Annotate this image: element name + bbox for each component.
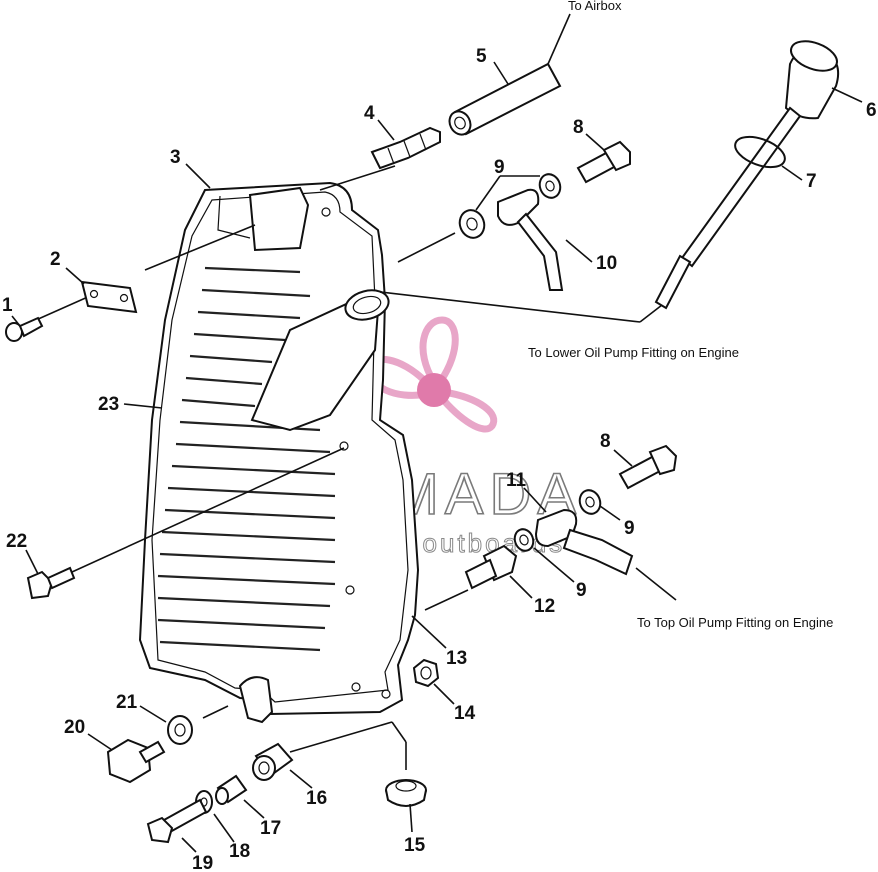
callout-17: 17 (260, 818, 281, 839)
callout-22: 22 (6, 531, 27, 552)
callout-9-lower: 9 (576, 580, 587, 601)
callout-20: 20 (64, 717, 85, 738)
callout-10: 10 (596, 253, 617, 274)
callout-13: 13 (446, 648, 467, 669)
part-10-banjo-fitting (497, 188, 564, 291)
callout-7: 7 (806, 171, 817, 192)
note-lower-pump-fitting: To Lower Oil Pump Fitting on Engine (528, 345, 739, 360)
oil-tank (138, 181, 420, 724)
part-9-washer (538, 173, 562, 199)
callout-16: 16 (306, 788, 327, 809)
tank-inner-rim (151, 191, 409, 703)
callout-4: 4 (364, 103, 375, 124)
part-5-vent-hose (448, 62, 562, 136)
callout-leaders (11, 61, 863, 853)
callouts: 1 2 3 4 5 6 7 8 8 9 9 9 10 11 12 13 14 1… (2, 46, 877, 872)
filler-neck (250, 298, 380, 432)
part-14-nut (412, 658, 440, 688)
part-17-spacer (215, 774, 248, 805)
part-8-bolt-upper (576, 140, 631, 184)
part-21-washer (167, 715, 193, 745)
part-2-clip (80, 280, 138, 314)
mount-hole (321, 207, 331, 217)
callout-5: 5 (476, 46, 487, 67)
part-9-washer (578, 489, 602, 515)
callout-9-right: 9 (624, 518, 635, 539)
leader-lines (35, 13, 677, 770)
part-6-dipstick-cap (654, 40, 840, 310)
part-19-bolt (146, 798, 208, 844)
callout-2: 2 (50, 249, 61, 270)
part-4-vent-fitting (370, 126, 441, 170)
callout-18: 18 (229, 841, 250, 862)
callout-21: 21 (116, 692, 138, 713)
mount-hole (345, 585, 355, 595)
tank-bracket (248, 186, 310, 252)
part-9-washer (458, 209, 486, 239)
tank-top-flap (217, 195, 251, 239)
callout-15: 15 (404, 835, 426, 856)
tank-ribs (157, 266, 336, 652)
part-20-drain-plug (106, 738, 166, 784)
part-1-screw (5, 316, 44, 342)
callout-8-upper: 8 (573, 117, 584, 138)
mount-hole (381, 689, 391, 699)
callout-6: 6 (866, 100, 877, 121)
part-12-sensor (464, 544, 518, 590)
mount-hole (351, 682, 361, 692)
part-15-grommet (385, 779, 427, 807)
callout-14: 14 (454, 703, 476, 724)
part-7-o-ring (734, 135, 786, 169)
tank-sump (238, 676, 274, 724)
propeller-logo-icon (366, 316, 498, 433)
callout-9-upper: 9 (494, 157, 505, 178)
callout-1: 1 (2, 295, 13, 316)
part-8-bolt-lower (618, 444, 678, 490)
part-16-bushing (252, 742, 294, 781)
callout-23: 23 (98, 394, 119, 415)
part-22-bolt (26, 566, 76, 600)
callout-12: 12 (534, 596, 555, 617)
callout-3: 3 (170, 147, 181, 168)
part-9-washer (513, 528, 535, 552)
callout-11: 11 (506, 470, 527, 491)
mount-hole (339, 441, 349, 451)
part-11-fitting (534, 508, 634, 576)
callout-19: 19 (192, 853, 213, 872)
note-to-airbox: To Airbox (568, 0, 622, 13)
callout-8-lower: 8 (600, 431, 611, 452)
note-top-pump-fitting: To Top Oil Pump Fitting on Engine (637, 615, 833, 630)
